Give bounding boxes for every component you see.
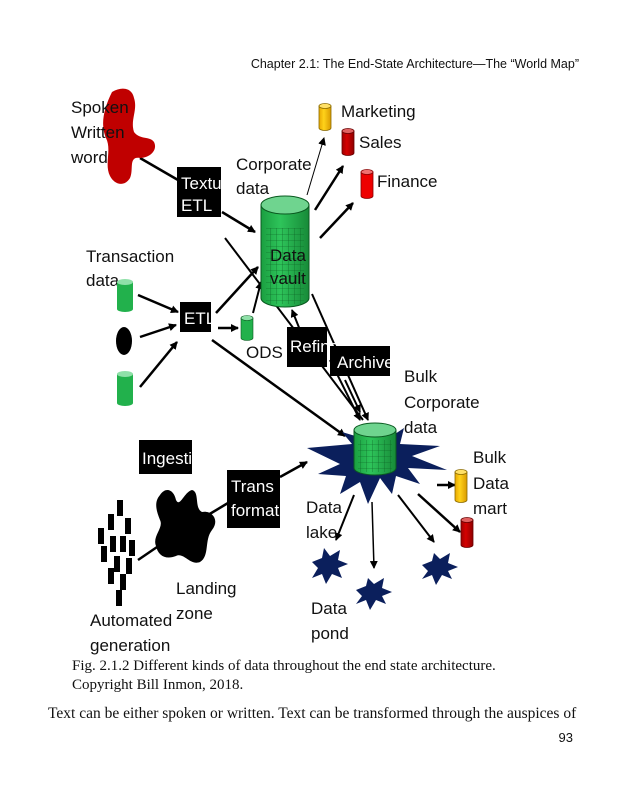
transformation-label: Trans (231, 477, 274, 496)
architecture-figure: Textual ETL Data vault Marketing Sales F… (70, 88, 509, 655)
archive-label: Archive (337, 353, 394, 372)
automated-generation-label: Automated (90, 611, 172, 630)
bulk-corporate-data-label: Bulk (404, 367, 438, 386)
arrow-textual-etl-to-vault (221, 210, 256, 234)
finance-mart-icon (360, 169, 374, 199)
arrow-vault-to-sales (313, 165, 345, 211)
bulk-data-mart-label: Data (473, 474, 509, 493)
text-blob-icon (103, 88, 156, 184)
transaction-db-icon (117, 371, 133, 406)
textual-etl-box (177, 167, 221, 217)
etl-box (180, 302, 211, 332)
arrow-ods-to-vault (252, 281, 264, 314)
ingestion-label: Ingestion (142, 449, 211, 468)
bulk-corporate-data-label: Corporate (404, 393, 480, 412)
arrow-etl-to-vault (215, 266, 259, 314)
sales-mart-icon (341, 128, 355, 156)
arrow-refine-to-vault (290, 309, 301, 331)
arrow-transaction3-to-etl (139, 341, 178, 388)
arrow-lake-to-pond-1 (334, 494, 355, 541)
marketing-mart-icon (318, 103, 332, 131)
caption-line: Copyright Bill Inmon, 2018. (72, 677, 244, 693)
arrow-transaction2-to-etl (139, 323, 177, 339)
corporate-data-label: Corporate (236, 155, 312, 174)
bulk-corporate-data-label: data (404, 418, 438, 437)
page-number: 93 (558, 730, 573, 745)
corporate-data-label: data (236, 179, 270, 198)
etl-label: ETL (184, 309, 215, 328)
arrow-transformation-to-lake (279, 460, 308, 479)
figure-caption: Fig. 2.1.2 Different kinds of data throu… (72, 657, 496, 695)
data-pond-starburst (422, 553, 458, 585)
data-pond-label: Data (311, 599, 347, 618)
data-vault-label: vault (270, 269, 306, 288)
automated-generation-label: generation (90, 636, 170, 655)
transaction-data-label: Transaction (86, 247, 174, 266)
connectors (137, 137, 461, 569)
transaction-source-icon (116, 327, 132, 355)
spoken-written-word-label: word (70, 148, 108, 167)
arrow-lake-to-red-mart (417, 493, 461, 533)
transformation-label: formation (231, 501, 302, 520)
ingestion-box (139, 440, 192, 474)
data-vault-label: Data (270, 246, 306, 265)
archive-box (330, 346, 390, 376)
bulk-data-mart-label: Bulk (473, 448, 507, 467)
arrow-text-to-textual-etl (139, 156, 179, 182)
textual-etl-label: ETL (181, 196, 212, 215)
arrow-lake-to-pond-2 (369, 501, 378, 569)
arrow-vault-to-marketing (306, 137, 326, 196)
finance-label: Finance (377, 172, 437, 191)
data-pond-starburst (312, 548, 348, 584)
caption-line: Fig. 2.1.2 Different kinds of data throu… (72, 658, 496, 674)
refine-label: Refine (290, 337, 339, 356)
landing-zone-blob-icon (155, 489, 216, 563)
data-pond-starburst (356, 578, 392, 610)
refine-box (287, 327, 327, 367)
arrow-landing-to-automated (137, 543, 161, 562)
spoken-written-word-label: Written (71, 123, 125, 142)
arrow-archive-to-bulk (344, 379, 361, 413)
arrow-lake-to-pond-3 (397, 494, 435, 543)
ods-label: ODS (246, 343, 283, 362)
transaction-data-label: data (86, 271, 120, 290)
bulk-data-mart-label: mart (473, 499, 507, 518)
red-data-mart-icon (460, 517, 474, 548)
landing-zone-label: zone (176, 604, 213, 623)
data-pond-label: pond (311, 624, 349, 643)
data-vault-cylinder (260, 195, 310, 308)
landing-zone-label: Landing (176, 579, 237, 598)
textual-etl-label: Textual (181, 174, 235, 193)
bulk-corporate-cylinder (353, 422, 397, 476)
sales-label: Sales (359, 133, 402, 152)
arrow-landing-to-transformation (207, 501, 229, 517)
data-lake-label: lake (306, 523, 337, 542)
data-lake-label: Data (306, 498, 342, 517)
arrow-transaction1-to-etl (137, 293, 179, 314)
ods-cylinder (240, 315, 254, 341)
automated-generation-icon (98, 500, 135, 606)
marketing-label: Marketing (341, 102, 416, 121)
arrow-vault-to-finance (319, 202, 354, 239)
running-head: Chapter 2.1: The End-State Architecture—… (250, 57, 579, 71)
bulk-data-mart-icon (454, 469, 468, 503)
arrow-etl-to-bulk (211, 338, 346, 438)
transaction-db-icon (117, 279, 133, 312)
spoken-written-word-label: Spoken (71, 98, 129, 117)
body-paragraph: Text can be either spoken or written. Te… (48, 705, 577, 722)
transformation-box (227, 470, 280, 528)
